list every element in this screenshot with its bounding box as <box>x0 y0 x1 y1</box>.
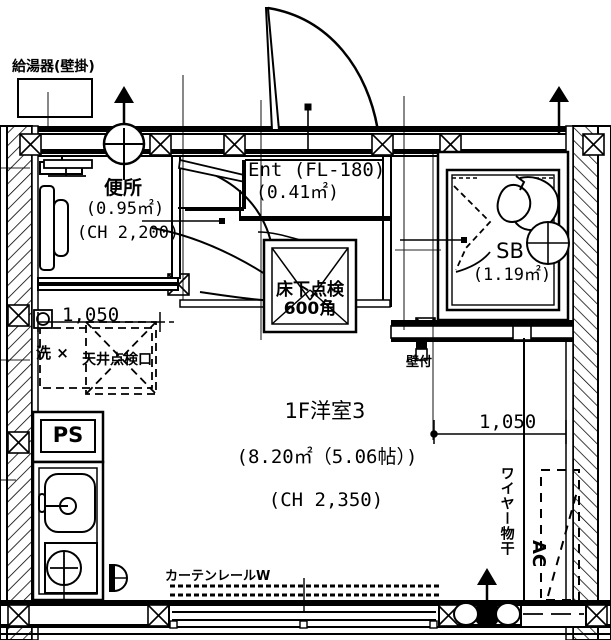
window-sliding-right <box>520 604 587 628</box>
kitchen-side-fixture <box>109 563 128 593</box>
reference-axis-lines <box>0 75 441 481</box>
toilet-leader-line <box>142 218 225 224</box>
wall-switch-box <box>415 338 428 361</box>
curtain-rail-label: カーテンレールW <box>165 569 271 584</box>
air-conditioner-label: AC <box>528 540 549 568</box>
pipe-space-box <box>31 410 105 464</box>
air-conditioner-outline <box>540 469 580 601</box>
toilet-fixture <box>39 156 83 271</box>
vent-arrow-bottom-icon <box>453 568 521 628</box>
dimension-line-left <box>37 312 178 332</box>
room-area-toilet: (0.95㎡) <box>85 199 165 219</box>
pipe-space-label: PS <box>52 423 84 447</box>
sb-bottom-wall <box>390 320 574 342</box>
wall-right-hatched <box>565 125 611 640</box>
sb-shelf-lines <box>453 185 492 273</box>
toilet-counter <box>43 159 93 177</box>
curtain-rail-lines <box>170 584 440 597</box>
water-heater-unit <box>17 78 93 118</box>
room-label-shoe-box: SB <box>496 239 524 263</box>
wall-left-hatched <box>0 125 39 640</box>
water-heater-label: 給湯器(壁掛) <box>12 59 95 75</box>
kitchen-sink-icon <box>38 473 96 533</box>
exhaust-fan-icon <box>102 122 146 180</box>
ceiling-inspection-port-label: 天井点検口 <box>82 352 152 368</box>
vent-arrow-right-icon <box>549 86 569 134</box>
window-sliding-bottom <box>168 578 440 629</box>
entrance-door-swing <box>264 6 380 152</box>
dimension-left-1050: 1,050 <box>62 304 120 326</box>
room-area-shoe-box: (1.19㎡) <box>472 265 552 285</box>
washer-space-label: 洗 × <box>36 344 69 362</box>
washer-drain-icon <box>33 309 53 329</box>
room-ceiling-main: (CH 2,350) <box>268 489 384 511</box>
room-area-main: (8.20㎡（5.06帖）) <box>236 446 418 468</box>
room-label-toilet: 便所 <box>103 177 142 199</box>
under-floor-inspection-hatch <box>257 231 358 334</box>
sb-leader-line <box>400 237 467 243</box>
room-area-entrance: (0.41㎡) <box>256 182 340 203</box>
ceiling-inspection-port-dashed <box>85 321 157 395</box>
dimension-right-1050: 1,050 <box>479 411 537 433</box>
under-floor-inspection-label: 床下点検 600角 <box>276 280 344 320</box>
washer-space-dashed <box>39 327 153 389</box>
wire-clothes-hanger-label: ワイヤー物干 <box>498 466 515 556</box>
room-label-entrance: Ent (FL-180) <box>248 159 386 181</box>
room-ceiling-toilet: (CH 2,200) <box>76 223 180 243</box>
room-label-main: 1F洋室3 <box>284 399 366 423</box>
kitchen-stove-icon <box>44 542 98 604</box>
wall-mounted-label: 壁付 <box>406 355 433 370</box>
sb-fixture <box>496 175 570 265</box>
